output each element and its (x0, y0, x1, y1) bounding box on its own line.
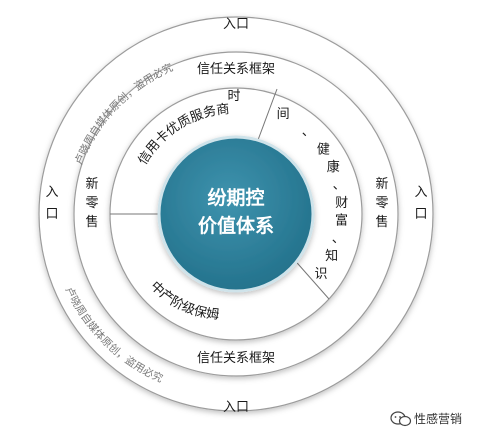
trust-label-top: 信任关系框架 (197, 62, 275, 77)
inner-right-char: 时 (227, 89, 240, 104)
inner-right-char: 知 (325, 248, 338, 264)
vertical-char: 售 (375, 214, 388, 230)
inner-right-char: 、 (332, 231, 345, 246)
vertical-char: 新 (375, 176, 388, 192)
core-title-line1: 纷期控 (207, 186, 264, 209)
inner-right-char: 康 (327, 159, 340, 175)
vertical-char: 零 (375, 196, 388, 211)
inner-label-right: 时间、健康、财富、知识 (227, 89, 348, 282)
entry-label-top: 入口 (223, 17, 249, 32)
inner-right-char: 、 (333, 178, 346, 193)
wechat-badge: 性感营销 (390, 411, 462, 427)
vertical-char: 售 (85, 214, 98, 230)
divider-upper-right (257, 88, 278, 141)
inner-right-char: 富 (335, 213, 348, 229)
core-circle (157, 135, 315, 293)
inner-right-char: 健 (317, 142, 330, 157)
divider-lower-right (290, 255, 330, 300)
trust-label-right: 新零售 (375, 176, 388, 230)
vertical-char: 零 (85, 196, 98, 211)
core-title-line2: 价值体系 (198, 214, 274, 237)
entry-label-bottom: 入口 (223, 400, 249, 415)
inner-right-char: 、 (302, 125, 315, 140)
vertical-char: 入 (45, 185, 58, 200)
vertical-char: 新 (85, 176, 98, 192)
wechat-icon (390, 411, 412, 427)
vertical-char: 入 (414, 185, 427, 200)
entry-label-left: 入口 (45, 185, 58, 222)
inner-right-char: 识 (314, 267, 327, 282)
vertical-char: 口 (45, 207, 58, 222)
wechat-label: 性感营销 (414, 411, 462, 426)
inner-right-char: 财 (335, 196, 348, 211)
inner-right-char: 间 (277, 107, 290, 122)
trust-label-bottom: 信任关系框架 (197, 351, 275, 366)
trust-label-left: 新零售 (85, 176, 98, 230)
vertical-char: 口 (414, 207, 427, 222)
entry-label-right: 入口 (414, 185, 427, 222)
